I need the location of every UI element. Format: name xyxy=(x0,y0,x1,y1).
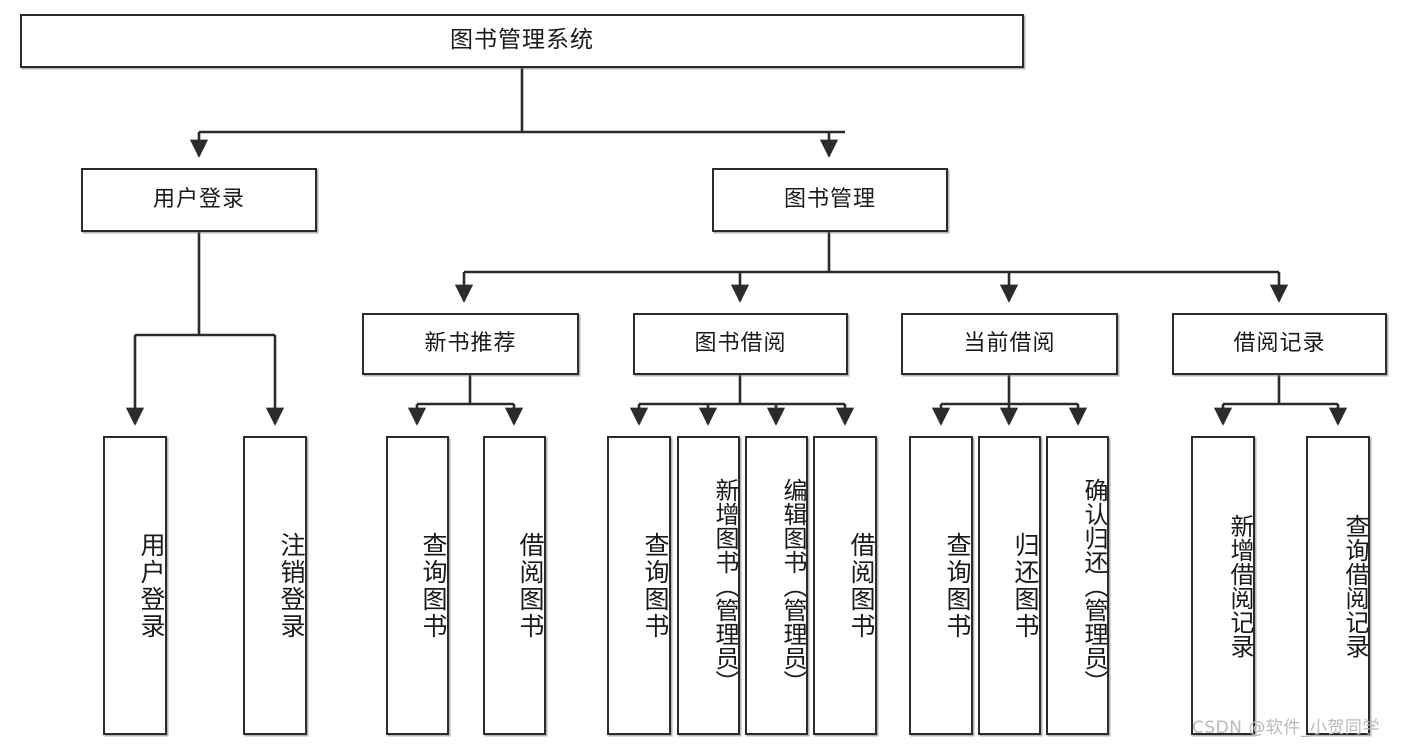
node-book-manage[interactable]: 图书管理 xyxy=(712,168,948,232)
node-label: 新增借阅记录 xyxy=(1226,513,1254,658)
node-leaf-add-book[interactable]: 新增图书（管理员） xyxy=(677,436,740,735)
node-label: 借阅图书 xyxy=(516,531,545,640)
node-label: 当前借阅 xyxy=(963,330,1056,356)
node-leaf-borrow-book-1[interactable]: 借阅图书 xyxy=(483,436,546,735)
node-label: 新书推荐 xyxy=(424,330,517,356)
node-label: 注销登录 xyxy=(277,531,306,640)
node-label: 用户登录 xyxy=(137,531,166,640)
node-leaf-logout[interactable]: 注销登录 xyxy=(243,436,307,735)
node-label: 借阅图书 xyxy=(847,531,876,640)
node-borrow-record[interactable]: 借阅记录 xyxy=(1172,313,1387,375)
node-leaf-add-record[interactable]: 新增借阅记录 xyxy=(1191,436,1255,735)
node-leaf-query-book-2[interactable]: 查询图书 xyxy=(607,436,671,735)
node-leaf-user-login[interactable]: 用户登录 xyxy=(103,436,167,735)
node-label: 确认归还（管理员） xyxy=(1080,477,1108,694)
node-label: 借阅记录 xyxy=(1233,330,1326,356)
node-label: 新增图书（管理员） xyxy=(711,477,739,694)
node-leaf-confirm-return[interactable]: 确认归还（管理员） xyxy=(1046,436,1109,735)
node-book-borrow[interactable]: 图书借阅 xyxy=(633,313,848,375)
node-leaf-edit-book[interactable]: 编辑图书（管理员） xyxy=(745,436,808,735)
node-label: 归还图书 xyxy=(1011,531,1040,640)
node-label: 查询借阅记录 xyxy=(1341,513,1369,658)
node-label: 查询图书 xyxy=(419,531,448,640)
watermark-text: CSDN @软件_小贺同学 xyxy=(1192,718,1380,738)
node-leaf-query-book-1[interactable]: 查询图书 xyxy=(386,436,449,735)
node-label: 编辑图书（管理员） xyxy=(779,477,807,694)
node-label: 图书管理系统 xyxy=(450,27,594,54)
node-user-login[interactable]: 用户登录 xyxy=(81,168,317,232)
node-label: 用户登录 xyxy=(152,186,245,212)
node-new-book-rec[interactable]: 新书推荐 xyxy=(362,313,579,375)
node-label: 图书借阅 xyxy=(694,330,787,356)
node-current-borrow[interactable]: 当前借阅 xyxy=(901,313,1118,375)
node-leaf-borrow-book-2[interactable]: 借阅图书 xyxy=(813,436,877,735)
node-label: 查询图书 xyxy=(943,531,972,640)
node-label: 查询图书 xyxy=(641,531,670,640)
node-root-system[interactable]: 图书管理系统 xyxy=(20,14,1024,68)
node-label: 图书管理 xyxy=(783,186,876,212)
node-leaf-return-book[interactable]: 归还图书 xyxy=(978,436,1041,735)
node-leaf-query-book-3[interactable]: 查询图书 xyxy=(909,436,973,735)
node-leaf-query-record[interactable]: 查询借阅记录 xyxy=(1306,436,1370,735)
